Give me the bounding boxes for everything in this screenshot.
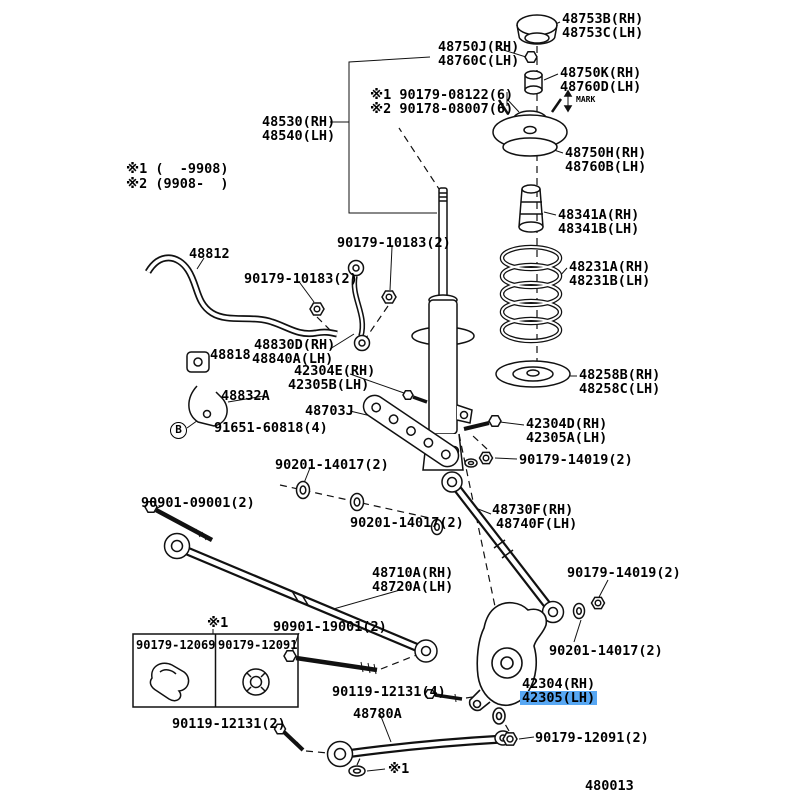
part-label[interactable]: 42305B(LH)	[288, 377, 370, 393]
lateral-rod-48710a	[163, 532, 438, 663]
part-label[interactable]: 48720A(LH)	[372, 579, 454, 595]
part-label[interactable]: 90201-14017(2)	[350, 515, 464, 531]
part-label[interactable]: 91651-60818(4)	[214, 420, 328, 436]
leader-lines	[154, 21, 609, 772]
part-label[interactable]: 90901-09001(2)	[141, 495, 255, 511]
mark-note: MARK	[576, 95, 596, 104]
strut-bracket-bolts	[402, 389, 502, 468]
part-label[interactable]: 48710A(RH)	[372, 565, 454, 581]
part-label[interactable]: 48730F(RH)	[492, 502, 574, 518]
part-label[interactable]: 90179-12091(2)	[535, 730, 649, 746]
part-label[interactable]: 48840A(LH)	[252, 351, 334, 367]
part-label[interactable]: 48258C(LH)	[579, 381, 661, 397]
part-label[interactable]: 48740F(LH)	[496, 516, 578, 532]
part-label[interactable]: ※1 90179-08122(6)	[370, 87, 514, 103]
part-label[interactable]: 48760B(LH)	[565, 159, 647, 175]
part-label[interactable]: 90119-12131(2)	[172, 716, 286, 732]
part-label[interactable]: 90179-14019(2)	[567, 565, 681, 581]
date-note-1: ※1 ( -9908)	[126, 161, 229, 177]
part-label[interactable]: 42305A(LH)	[526, 430, 608, 446]
stabilizer-link	[347, 259, 371, 352]
bottom-fasteners	[273, 688, 518, 752]
lateral-rod-48730f	[441, 471, 565, 624]
part-label[interactable]: ※2 90178-08007(6)	[370, 101, 514, 117]
bushing-bracket	[186, 351, 228, 427]
part-label[interactable]: 48753B(RH)	[562, 11, 644, 27]
part-label[interactable]: 48832A	[221, 388, 270, 404]
part-label[interactable]: 42304D(RH)	[526, 416, 608, 432]
part-label[interactable]: 90179-12069	[136, 638, 216, 652]
part-label[interactable]: 42304(RH)	[522, 676, 596, 692]
part-label[interactable]: 48231B(LH)	[569, 273, 651, 289]
arm-plate-48703j	[362, 394, 460, 468]
variant-note-bottom: ※1	[388, 761, 410, 777]
part-label[interactable]: 90119-12131(4)	[332, 684, 446, 700]
part-label[interactable]: 48341A(RH)	[558, 207, 640, 223]
part-label[interactable]: 48750J(RH)	[438, 39, 520, 55]
part-label[interactable]: 90201-14017(2)	[275, 457, 389, 473]
part-label[interactable]: 48812	[189, 246, 230, 262]
part-label[interactable]: 90179-14019(2)	[519, 452, 633, 468]
top-mount-group	[492, 14, 573, 233]
knuckle	[468, 601, 548, 725]
part-label[interactable]: 48830D(RH)	[254, 337, 336, 353]
part-label[interactable]: 48231A(RH)	[569, 259, 651, 275]
part-label[interactable]: 48760C(LH)	[438, 53, 520, 69]
part-label[interactable]: 48750K(RH)	[560, 65, 642, 81]
part-label[interactable]: 90901-19001(2)	[273, 619, 387, 635]
part-label[interactable]: 48818	[210, 347, 251, 363]
variant-table-box	[132, 633, 299, 708]
date-note-2: ※2 (9908- )	[126, 176, 229, 192]
part-label[interactable]: 48540(LH)	[262, 128, 336, 144]
selected-part-label[interactable]: 42305(LH)	[520, 690, 598, 706]
part-label[interactable]: 90179-10183(2)	[244, 271, 358, 287]
knuckle-rod-fasteners	[572, 596, 606, 620]
lower-arm-48780a	[326, 730, 512, 777]
part-label[interactable]: 48530(RH)	[262, 114, 336, 130]
pivot-bolts	[144, 501, 378, 675]
figure-number: 480013	[585, 778, 634, 794]
stabilizer-bar	[145, 254, 338, 338]
part-label[interactable]: 48753C(LH)	[562, 25, 644, 41]
washers-upper	[295, 480, 444, 536]
part-label[interactable]: 48258B(RH)	[579, 367, 661, 383]
strut	[411, 187, 475, 471]
part-label[interactable]: 48703J	[305, 403, 354, 419]
spring-seat	[495, 360, 571, 388]
part-label[interactable]: 48750H(RH)	[565, 145, 647, 161]
link-nuts	[309, 290, 397, 316]
coil-spring	[499, 244, 563, 344]
part-label[interactable]: 48341B(LH)	[558, 221, 640, 237]
variant-note: ※1	[207, 615, 229, 631]
callout-b: B	[170, 422, 187, 439]
part-label[interactable]: 42304E(RH)	[294, 363, 376, 379]
part-label[interactable]: 90179-10183(2)	[337, 235, 451, 251]
part-label[interactable]: 48760D(LH)	[560, 79, 642, 95]
part-label[interactable]: 90201-14017(2)	[549, 643, 663, 659]
part-label[interactable]: 90179-12091	[218, 638, 298, 652]
part-label[interactable]: 48780A	[353, 706, 402, 722]
